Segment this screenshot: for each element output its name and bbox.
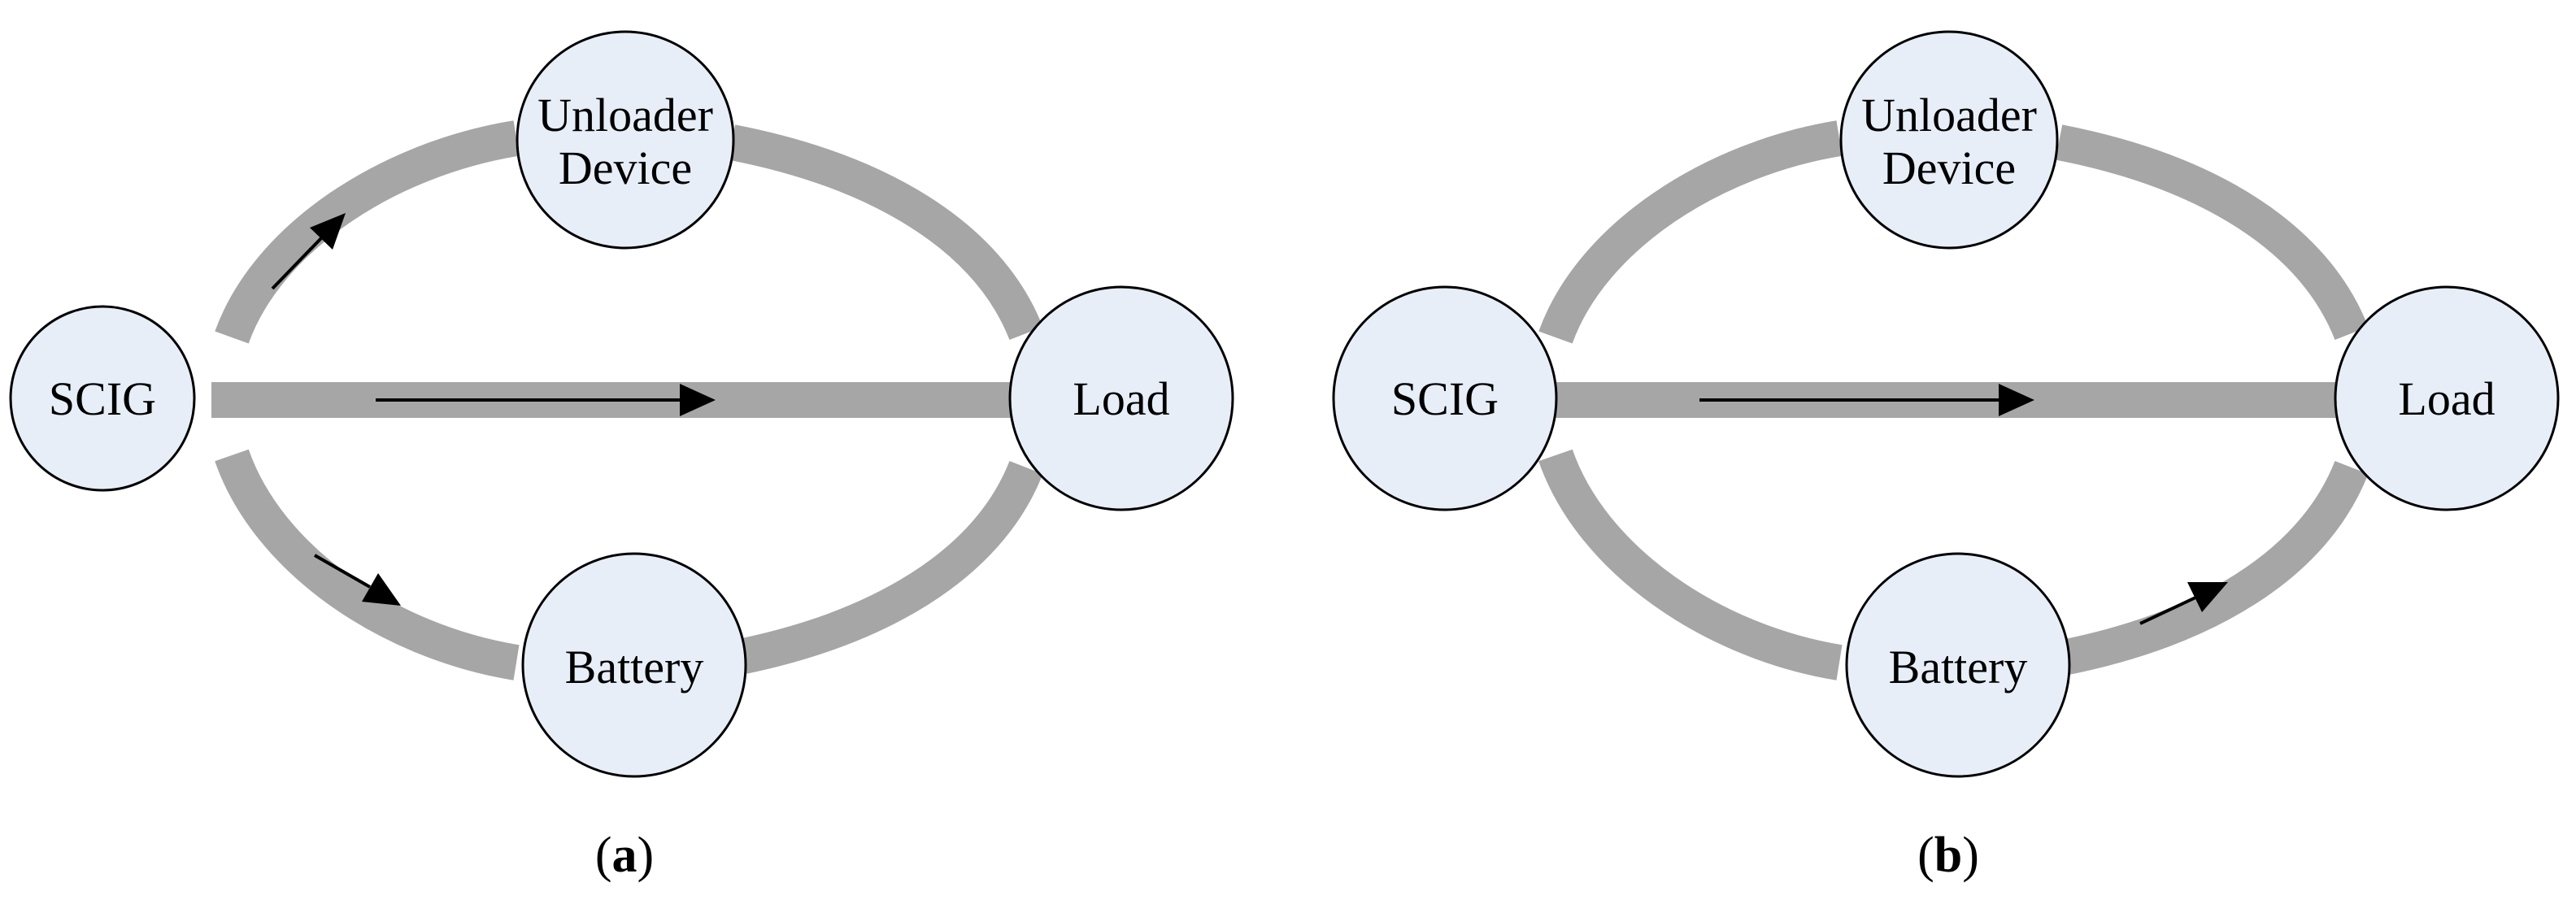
node-unloader-label-line1-b: Unloader (1861, 89, 2037, 141)
path-battery-to-load-b (2055, 460, 2369, 676)
path-unloader-to-load-b (2055, 124, 2369, 341)
node-battery-label: Battery (565, 641, 704, 693)
node-scig-b: SCIG (1332, 285, 1558, 511)
node-unloader-label-line2-b: Device (1882, 141, 2016, 194)
arrow-scig-to-load-b (1699, 384, 2034, 416)
caption-a-open: ( (595, 828, 612, 883)
node-battery: Battery (521, 552, 747, 778)
path-scig-to-unloader (215, 120, 520, 344)
node-battery-b: Battery (1845, 552, 2071, 778)
panel-b: SCIG Unloader Device Load Battery (b) (1332, 30, 2560, 883)
caption-a: (a) (595, 828, 654, 883)
caption-a-close: ) (637, 828, 655, 883)
node-unloader-device-b: Unloader Device (1839, 30, 2059, 250)
caption-b-letter: b (1934, 828, 1962, 883)
arrow-scig-to-battery (314, 554, 401, 606)
path-unloader-to-load (728, 124, 1043, 341)
path-scig-to-unloader-b (1538, 120, 1843, 344)
path-battery-to-load (728, 460, 1043, 676)
node-load-label: Load (1073, 372, 1169, 425)
arrow-scig-to-load (376, 384, 716, 416)
node-scig: SCIG (9, 305, 196, 492)
node-scig-label-b: SCIG (1391, 372, 1499, 425)
caption-b-close: ) (1962, 828, 1979, 883)
path-scig-to-battery-b (1538, 449, 1843, 680)
node-scig-label: SCIG (49, 372, 156, 425)
node-load-b: Load (2334, 285, 2560, 511)
node-unloader-label-line1: Unloader (537, 89, 713, 141)
caption-b: (b) (1917, 828, 1979, 883)
arrow-battery-to-load-b (2139, 582, 2228, 625)
panel-a: SCIG Unloader Device Load Battery (a) (9, 30, 1234, 883)
node-unloader-label-line2: Device (559, 141, 692, 194)
node-load: Load (1008, 285, 1234, 511)
caption-a-letter: a (612, 828, 637, 883)
path-scig-to-battery (215, 449, 520, 680)
node-unloader-device: Unloader Device (516, 30, 735, 250)
arrow-scig-to-unloader (271, 213, 346, 290)
caption-b-open: ( (1917, 828, 1934, 883)
node-battery-label-b: Battery (1889, 641, 2028, 693)
node-load-label-b: Load (2398, 372, 2495, 425)
